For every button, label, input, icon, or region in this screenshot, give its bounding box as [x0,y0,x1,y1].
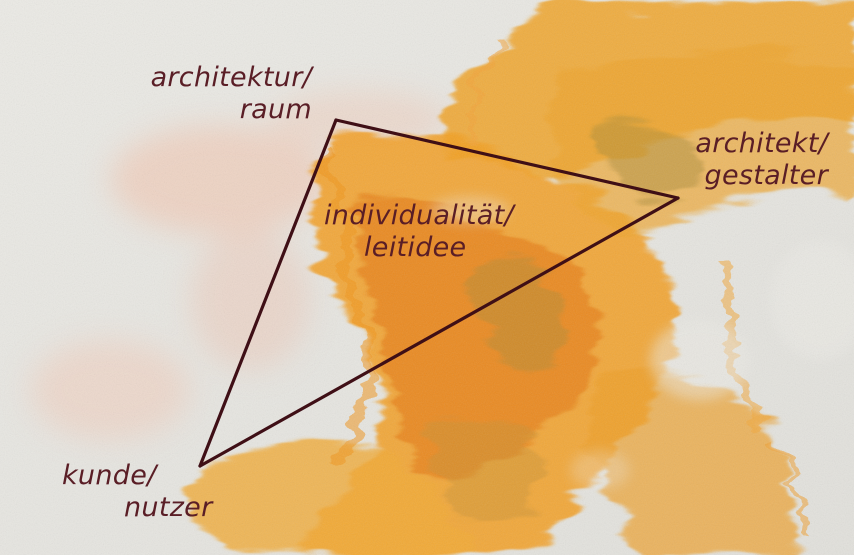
node-line: raum [94,94,312,126]
node-line: architektur/ [94,62,312,94]
center-line: leitidee [324,232,584,264]
node-label-kunde-nutzer: kunde/ nutzer [62,460,262,524]
node-line: kunde/ [62,460,262,492]
node-label-architektur-raum: architektur/ raum [94,62,312,126]
node-label-architekt-gestalter: architekt/ gestalter [618,128,828,192]
center-label-individualitaet-leitidee: individualität/ leitidee [324,200,584,264]
node-line: gestalter [618,160,828,192]
center-line: individualität/ [324,200,584,232]
node-line: nutzer [62,492,262,524]
node-line: architekt/ [618,128,828,160]
